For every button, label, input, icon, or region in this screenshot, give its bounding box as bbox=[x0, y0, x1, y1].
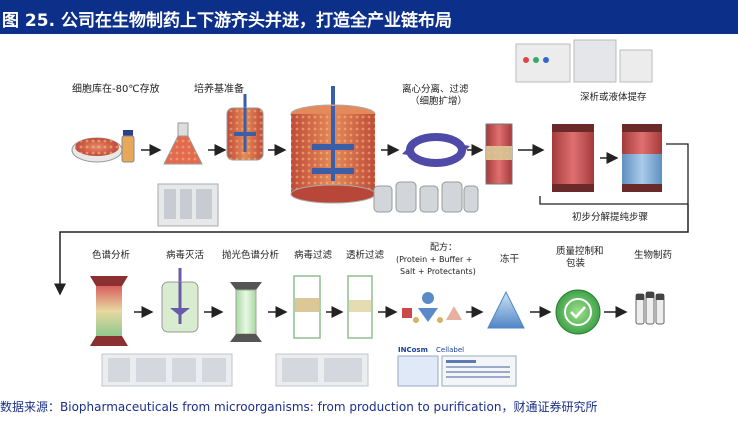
label-cell-expansion: （细胞扩增） bbox=[410, 95, 467, 107]
row-connector-line bbox=[54, 204, 689, 296]
label-precipitation: 深析或液体提存 bbox=[580, 91, 647, 103]
quality-control-badge-icon bbox=[555, 289, 601, 335]
bioreactor-equipment-photo bbox=[157, 183, 219, 227]
label-diafiltration: 透析过滤 bbox=[346, 249, 385, 261]
label-cell-bank: 细胞库在-80℃存放 bbox=[72, 82, 160, 95]
partner-logos: INCosm Cellabel bbox=[397, 346, 517, 387]
label-polishing-chromatography: 抛光色谱分析 bbox=[222, 249, 280, 261]
precipitation-column-icon bbox=[552, 124, 594, 192]
label-viral-inactivation: 病毒灭活 bbox=[166, 249, 205, 261]
label-chromatography: 色谱分析 bbox=[92, 249, 131, 261]
storage-tanks-photo bbox=[373, 181, 479, 213]
vial-icon bbox=[121, 130, 135, 163]
filtration-equipment-photo bbox=[275, 353, 369, 387]
centrifuge-cycle-icon bbox=[402, 133, 470, 167]
label-initial-purification: 初步分解提纯步骤 bbox=[572, 211, 648, 223]
chromatography-equipment-photo bbox=[101, 353, 233, 387]
label-qc-packaging-2: 包装 bbox=[566, 257, 586, 269]
label-qc-packaging-1: 质量控制和 bbox=[556, 245, 604, 257]
formulation-icon bbox=[402, 292, 462, 323]
drug-vials-icon bbox=[635, 291, 665, 325]
cellabel-logo: Cellabel bbox=[436, 346, 464, 354]
figure-title: 图 25. 公司在生物制药上下游齐头并进，打造全产业链布局 bbox=[2, 11, 452, 31]
small-bioreactor-icon bbox=[226, 94, 264, 161]
petri-dish-icon bbox=[71, 137, 123, 163]
process-diagram: 细胞库在-80℃存放 培养基准备 离心分离、过滤 （细胞扩增） 深析或液体提存 bbox=[54, 39, 689, 387]
label-lyophilization: 冻干 bbox=[500, 253, 519, 265]
lyophilization-icon bbox=[487, 290, 525, 329]
lncosm-logo: INCosm bbox=[398, 346, 428, 354]
virus-filter-icon bbox=[293, 275, 321, 339]
chromatography-column-icon bbox=[90, 276, 128, 346]
filter-column-icon bbox=[485, 123, 513, 185]
polishing-column-icon bbox=[230, 282, 262, 342]
viral-inactivation-tank-icon bbox=[161, 268, 199, 333]
figure-title-bar: 图 25. 公司在生物制药上下游齐头并进，打造全产业链布局 bbox=[0, 0, 738, 34]
source-note: 数据来源：Biopharmaceuticals from microorgani… bbox=[0, 400, 598, 414]
label-virus-filtration: 病毒过滤 bbox=[294, 249, 333, 261]
label-media-prep: 培养基准备 bbox=[194, 82, 244, 95]
large-bioreactor-icon bbox=[290, 86, 376, 204]
label-formulation-line2: Salt + Protectants) bbox=[400, 267, 476, 276]
label-centrifuge: 离心分离、过滤 bbox=[402, 83, 469, 95]
label-biopharmaceutical: 生物制药 bbox=[634, 249, 672, 261]
label-formulation: 配方： bbox=[430, 241, 457, 253]
label-formulation-line1: (Protein + Buffer + bbox=[396, 255, 472, 264]
culture-flask-icon bbox=[163, 122, 203, 165]
diafiltration-filter-icon bbox=[347, 275, 373, 339]
purification-column-icon bbox=[622, 124, 662, 192]
lab-instruments-photo bbox=[515, 39, 653, 83]
